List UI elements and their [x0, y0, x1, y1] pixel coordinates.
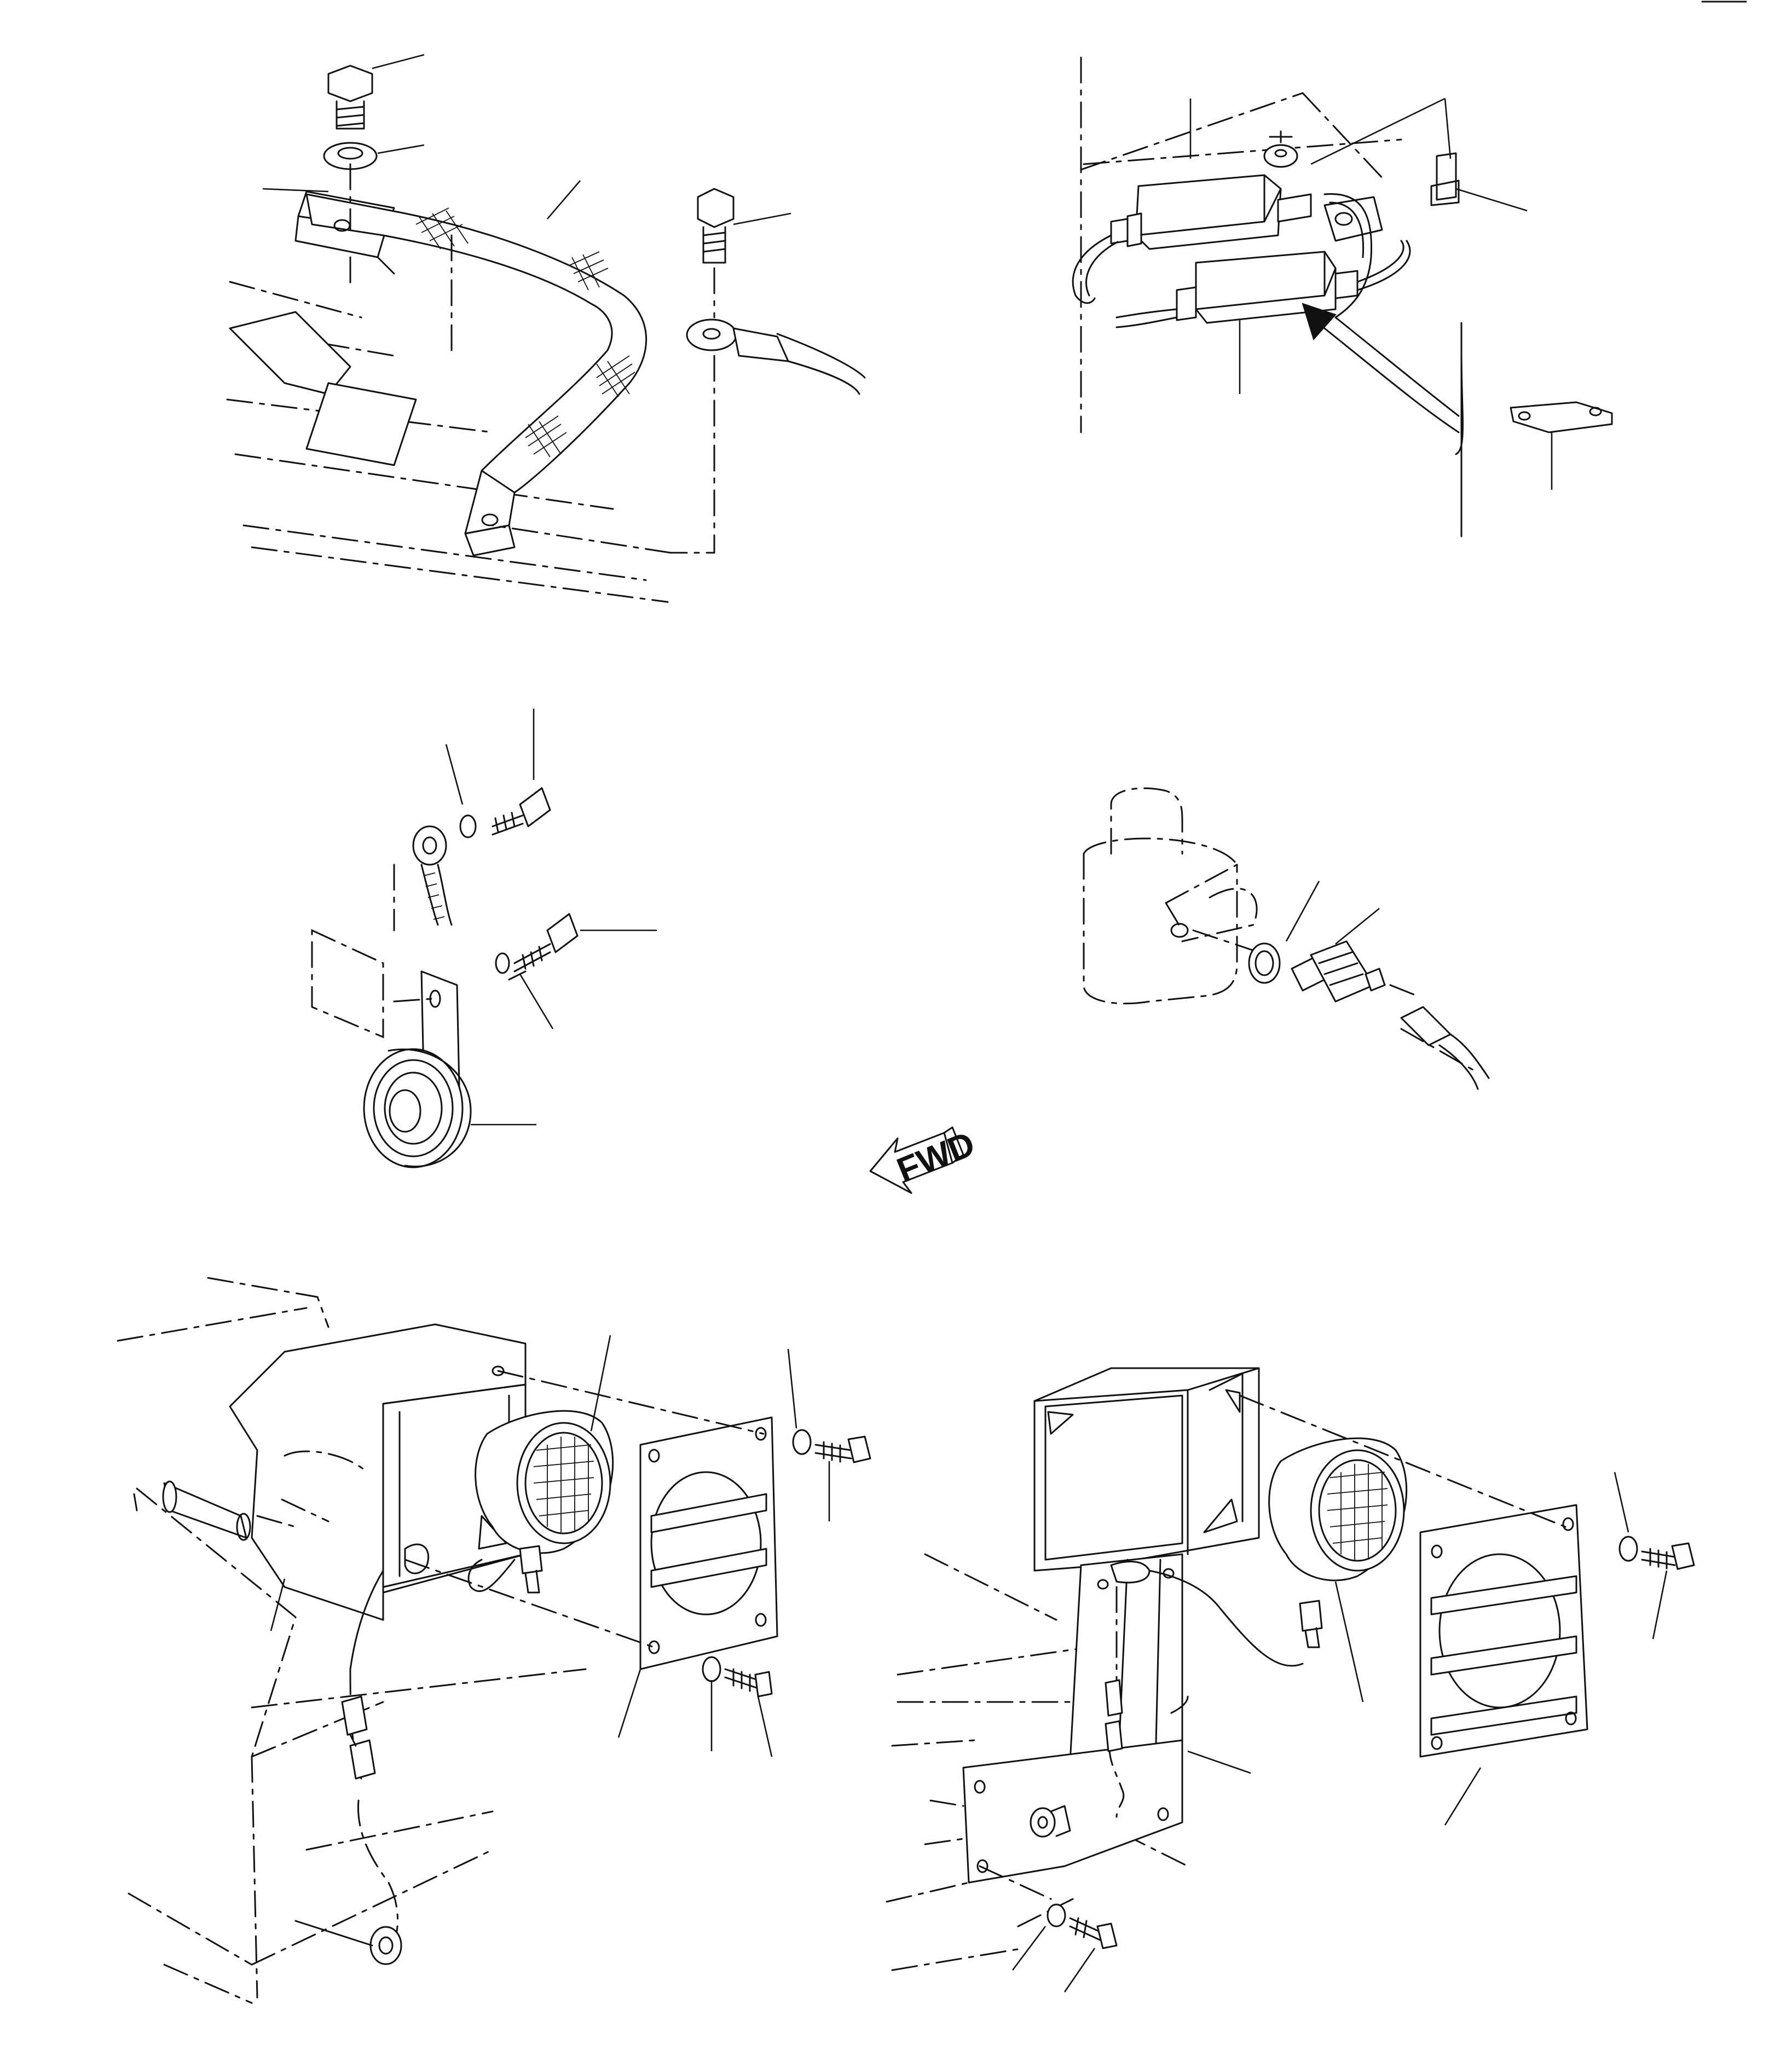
relay-view: [1072, 56, 1613, 537]
right-work-light-view: [886, 1367, 1695, 1993]
ground-strap-view: [226, 54, 866, 603]
left-work-light-view: [117, 1277, 871, 2004]
pressure-switch-view: [1083, 787, 1490, 1090]
horn-view: [311, 709, 657, 1168]
fwd-label: FWD: [892, 1124, 980, 1190]
fwd-arrow-icon: FWD: [869, 1124, 980, 1194]
